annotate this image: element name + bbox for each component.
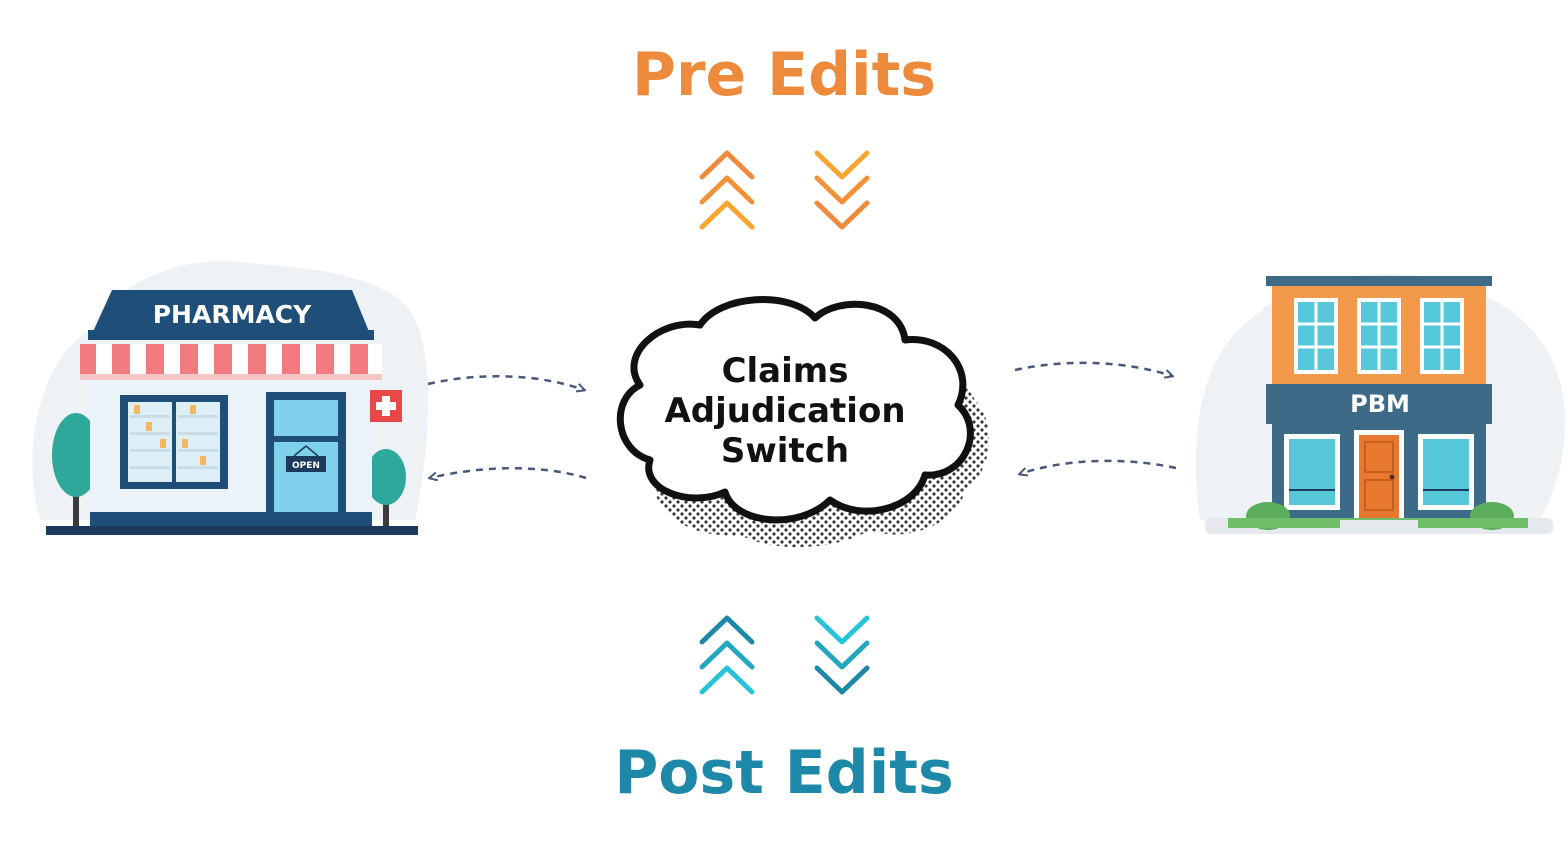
pbm-node: PBM — [1195, 274, 1565, 534]
open-sign — [286, 456, 326, 472]
claims-switch-node: Claims Adjudication Switch — [616, 296, 989, 548]
pharmacy-sign-text: PHARMACY — [153, 300, 312, 329]
pre-edits-chevrons — [699, 150, 870, 230]
switch-label-line2: Adjudication — [664, 391, 905, 431]
tree-left — [52, 413, 100, 526]
post-edits-chevrons — [699, 615, 870, 695]
pharmacy-node: PHARMACY — [32, 261, 429, 535]
post-down-chevrons-icon — [814, 615, 870, 695]
pre-up-chevrons-icon — [699, 150, 755, 230]
arrow-pbm-to-switch — [1020, 459, 1177, 474]
pharmacy-ground — [46, 526, 418, 535]
pre-edits-title: Pre Edits — [631, 40, 937, 110]
pre-down-chevrons-icon — [814, 150, 870, 230]
switch-label-line3: Switch — [721, 431, 849, 471]
cloud-shape — [616, 296, 974, 524]
pharmacy-roof — [92, 290, 370, 334]
post-edits-title: Post Edits — [614, 738, 954, 808]
tree-right — [366, 449, 406, 526]
pbm-upper-windows — [1294, 298, 1464, 374]
switch-label-line1: Claims — [722, 351, 849, 391]
open-sign-text: OPEN — [292, 461, 320, 471]
arrow-pharmacy-to-switch — [427, 375, 584, 390]
pharmacy-awning — [80, 344, 382, 380]
pbm-sign-band — [1266, 384, 1492, 424]
pbm-sign-text: PBM — [1350, 390, 1410, 418]
arrow-switch-to-pharmacy — [430, 467, 587, 478]
arrow-switch-to-pbm — [1014, 361, 1172, 376]
post-up-chevrons-icon — [699, 615, 755, 695]
flow-arrows — [427, 361, 1177, 478]
